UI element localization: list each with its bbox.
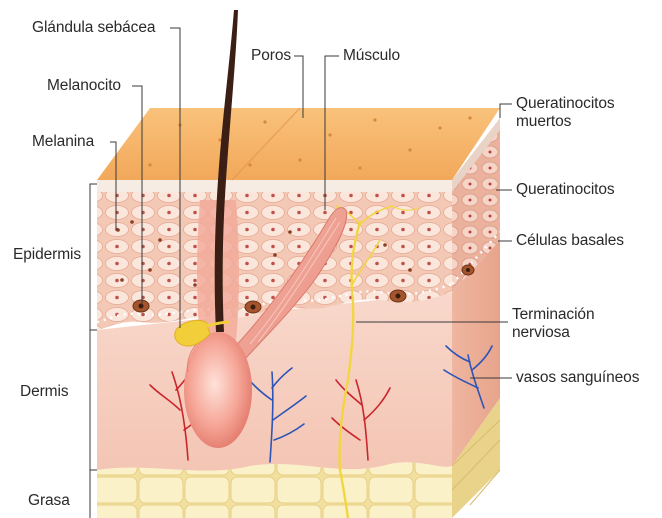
label-nerve-ending: Terminación nerviosa (512, 306, 622, 342)
hair-bulb (184, 332, 252, 448)
label-pores: Poros (251, 47, 291, 65)
label-basal-cells: Células basales (516, 232, 624, 250)
label-melanocyte: Melanocito (47, 77, 121, 95)
label-melanin: Melanina (32, 133, 94, 151)
label-blood-vessels: vasos sanguíneos (516, 369, 639, 387)
stratum-corneum-front (97, 180, 452, 192)
label-dead-keratinocytes: Queratinocitos muertos (516, 95, 636, 131)
label-muscle: Músculo (343, 47, 400, 65)
label-sebaceous-gland: Glándula sebácea (32, 19, 155, 37)
label-epidermis: Epidermis (13, 246, 81, 264)
label-fat: Grasa (28, 492, 70, 510)
skin-surface (97, 108, 500, 180)
fat-layer (97, 462, 452, 518)
skin-block (97, 108, 500, 518)
label-keratinocytes: Queratinocitos (516, 181, 615, 199)
label-dermis: Dermis (20, 383, 68, 401)
